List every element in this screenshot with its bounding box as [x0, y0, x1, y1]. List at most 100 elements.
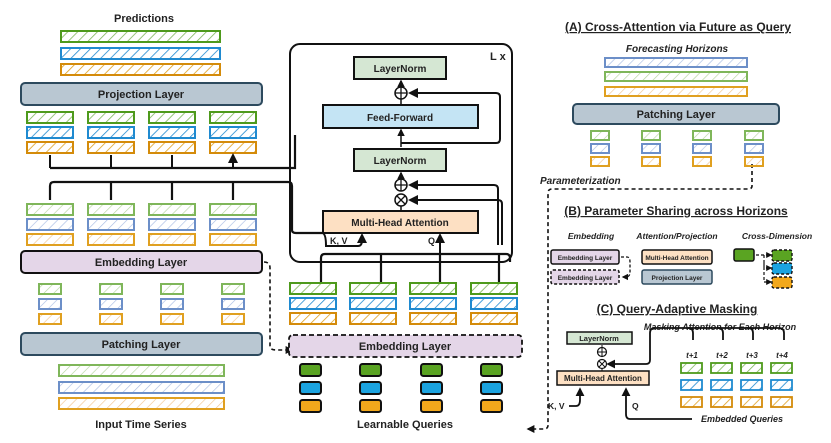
masking-label: Masking Attention for Each Horizon	[644, 322, 797, 332]
patch-orange	[26, 141, 74, 154]
query-token-orange	[480, 399, 503, 413]
patch-green	[710, 362, 733, 374]
patch-green	[87, 111, 135, 124]
panel-c-layernorm	[566, 331, 633, 345]
patching-layer-label: Patching Layer	[102, 339, 182, 351]
patch-green	[770, 362, 793, 374]
panel-c-q-label: Q	[632, 401, 639, 411]
query-token-orange	[420, 399, 443, 413]
patch-orange	[470, 312, 518, 325]
parameterization-dashed-arrow	[526, 164, 753, 433]
patch-orange	[87, 233, 135, 246]
patch-green	[148, 203, 196, 216]
patch-orange	[87, 141, 135, 154]
embedding-layer-box	[20, 250, 263, 274]
panel-b-projection-label: Projection Layer	[652, 275, 703, 282]
query-token-orange	[359, 399, 382, 413]
patch-orange	[38, 313, 62, 325]
patch-orange	[148, 141, 196, 154]
learnable-queries-label: Learnable Queries	[357, 419, 453, 431]
patch-green	[740, 362, 763, 374]
panel-b-embedding-1	[550, 249, 620, 265]
query-token-blue	[359, 381, 382, 395]
patch-orange	[99, 313, 123, 325]
q-label: Q	[428, 236, 435, 246]
patch-orange	[710, 396, 733, 408]
horizon-label: t+4	[776, 351, 788, 360]
panel-c-attention	[556, 370, 650, 386]
panel-c-kv-label: K, V	[548, 401, 565, 411]
patch-blue	[470, 297, 518, 310]
horizon-label: t+3	[746, 351, 758, 360]
col-cross-label: Cross-Dimension	[742, 231, 812, 241]
layernorm-top-label: LayerNorm	[374, 64, 427, 75]
panel-b-embedding-2	[550, 269, 620, 285]
predictions-bars	[60, 30, 221, 76]
patch-blue	[148, 126, 196, 139]
raw-patches	[38, 283, 245, 325]
learnable-queries	[299, 363, 503, 413]
patching-layer-box	[20, 332, 263, 356]
transformer-block-frame	[289, 43, 513, 263]
parameterization-label: Parameterization	[540, 176, 621, 187]
panel-c-title: (C) Query-Adaptive Masking	[597, 302, 758, 316]
patch-orange	[349, 312, 397, 325]
query-token-orange	[299, 399, 322, 413]
shared-embedding-dashed-arrow	[263, 261, 294, 354]
embedded-patches	[26, 203, 257, 246]
patch-orange	[590, 156, 610, 167]
patch-orange	[209, 233, 257, 246]
residual-ff-arrow	[401, 88, 501, 144]
patch-green	[99, 283, 123, 295]
patch-green	[590, 130, 610, 141]
patch-orange	[744, 156, 764, 167]
query-token-green	[299, 363, 322, 377]
patch-orange	[692, 156, 712, 167]
patch-orange	[209, 141, 257, 154]
patch-green	[409, 282, 457, 295]
patch-orange	[26, 233, 74, 246]
col-embedding-label: Embedding	[568, 231, 615, 241]
kv-label: K, V	[330, 236, 348, 246]
panel-c-attention-label: Multi-Head Attention	[564, 374, 642, 383]
patch-orange	[160, 313, 184, 325]
patch-blue	[38, 298, 62, 310]
patch-green	[87, 203, 135, 216]
query-embedding-layer-label: Embedding Layer	[359, 341, 452, 353]
forecasting-horizon-bars	[604, 57, 748, 97]
attention-box	[322, 210, 479, 234]
patch-blue	[710, 379, 733, 391]
patch-blue	[641, 143, 661, 154]
query-token-blue	[480, 381, 503, 395]
patch-blue	[26, 126, 74, 139]
patch-green	[221, 283, 245, 295]
patch-blue	[770, 379, 793, 391]
horizon-label: t+1	[686, 351, 698, 360]
patch-orange	[740, 396, 763, 408]
proj-input-arrows	[49, 155, 233, 168]
panel-a-title: (A) Cross-Attention via Future as Query	[565, 20, 791, 34]
projection-layer-box	[20, 82, 263, 106]
embedding-layer-label: Embedding Layer	[95, 257, 188, 269]
patch-orange	[221, 313, 245, 325]
panel-b-title: (B) Parameter Sharing across Horizons	[564, 204, 788, 218]
horizon-label: t+2	[716, 351, 728, 360]
patch-green	[470, 282, 518, 295]
patch-blue	[160, 298, 184, 310]
patch-green	[289, 282, 337, 295]
patch-blue	[148, 218, 196, 231]
panel-c-query-patches	[680, 362, 793, 408]
patch-orange	[680, 396, 703, 408]
input-series-bars	[58, 364, 225, 410]
masking-arrow	[606, 327, 785, 369]
patch-blue	[590, 143, 610, 154]
panel-a-patches	[590, 130, 764, 167]
cross-dim-orange	[771, 276, 793, 289]
patch-green	[692, 130, 712, 141]
input-series-label: Input Time Series	[95, 419, 187, 431]
patch-green	[160, 283, 184, 295]
patch-blue	[740, 379, 763, 391]
patch-blue	[87, 126, 135, 139]
patch-blue	[692, 143, 712, 154]
